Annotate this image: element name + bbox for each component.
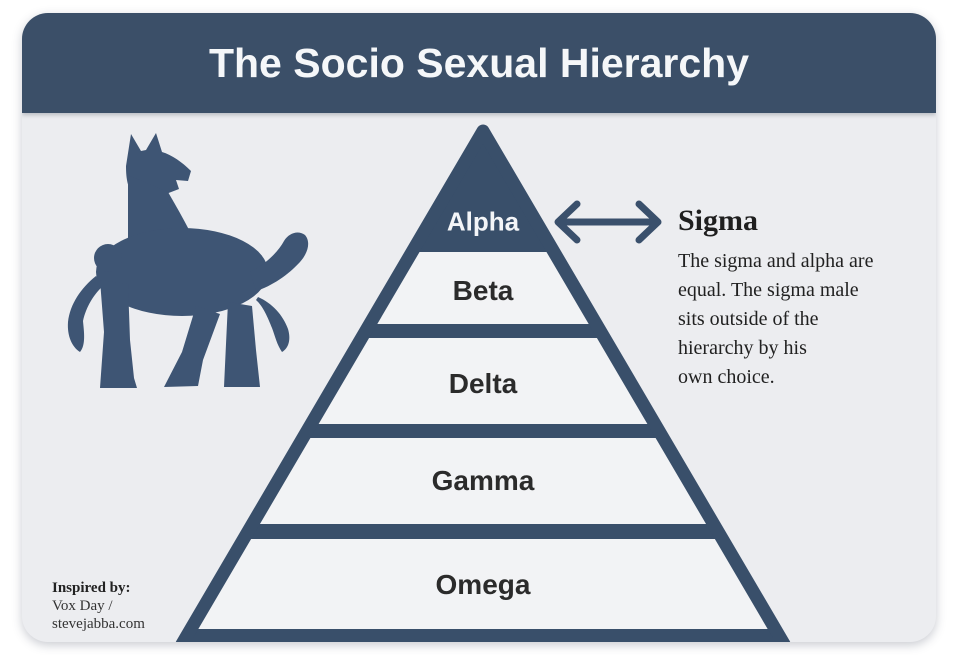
header-banner: The Socio Sexual Hierarchy	[22, 13, 936, 113]
credits-line-2: stevejabba.com	[52, 616, 145, 632]
credits: Inspired by: Vox Day / stevejabba.com	[52, 579, 145, 633]
pyramid-level-label-delta: Delta	[448, 368, 518, 399]
sigma-description: The sigma and alpha are equal. The sigma…	[678, 250, 874, 388]
sigma-heading: Sigma	[678, 204, 759, 237]
pyramid-level-label-gamma: Gamma	[431, 465, 535, 496]
card: The Socio Sexual Hierarchy Alpha Beta De…	[22, 13, 936, 642]
wolf-silhouette-icon	[67, 133, 309, 388]
pyramid-level-label-beta: Beta	[452, 275, 514, 306]
double-headed-arrow-icon	[554, 200, 662, 244]
pyramid-level-label-omega: Omega	[435, 569, 531, 600]
page-title: The Socio Sexual Hierarchy	[208, 39, 750, 86]
credits-line-1: Vox Day /	[52, 598, 113, 614]
pyramid-level-label-alpha: Alpha	[446, 206, 520, 237]
credits-heading: Inspired by:	[52, 580, 131, 596]
